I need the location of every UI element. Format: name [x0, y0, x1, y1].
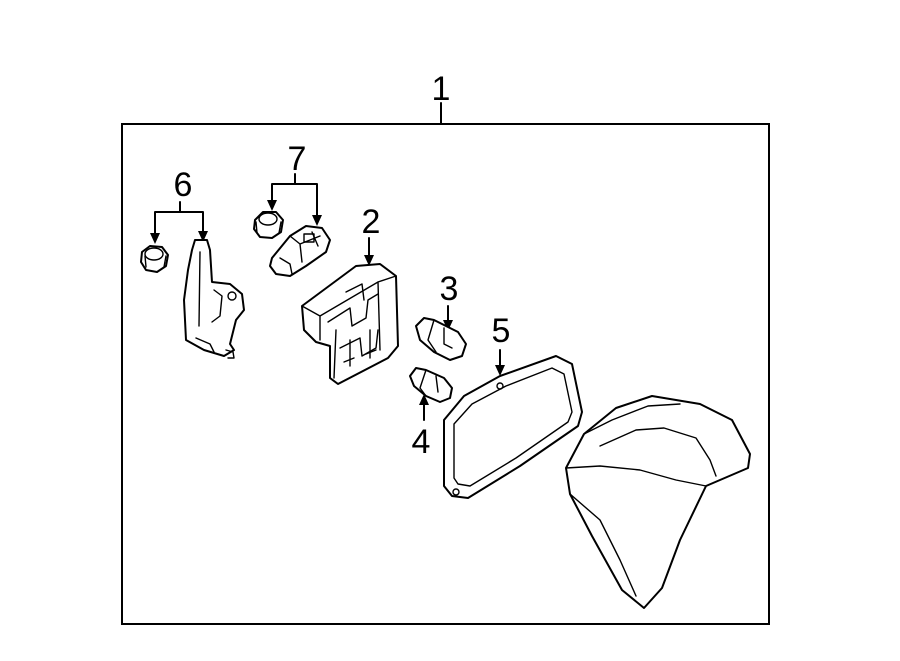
callout-3-group: 3	[440, 270, 459, 331]
callout-1: 1	[432, 70, 451, 108]
control-module-part-2	[301, 263, 399, 385]
bulb-part-3	[415, 317, 467, 361]
callout-5-group: 5	[492, 312, 511, 376]
callout-7: 7	[288, 140, 307, 178]
callout-6-group: 6	[150, 166, 208, 244]
nut-part-6	[140, 245, 169, 273]
nut-part-7	[253, 211, 284, 239]
connector-part-7	[269, 225, 331, 277]
bracket-part-6	[183, 239, 245, 359]
callout-2: 2	[362, 203, 381, 241]
gasket-part-5	[443, 355, 583, 499]
callout-2-group: 2	[362, 203, 381, 266]
callout-5: 5	[492, 312, 511, 350]
callout-4: 4	[412, 423, 431, 461]
callout-7-group: 7	[267, 140, 322, 226]
callout-3: 3	[440, 270, 459, 308]
callout-6: 6	[174, 166, 193, 204]
callout-4-group: 4	[412, 394, 431, 461]
bulb-part-4	[409, 367, 453, 403]
assembly-frame	[121, 123, 770, 625]
lamp-lens	[565, 395, 751, 609]
